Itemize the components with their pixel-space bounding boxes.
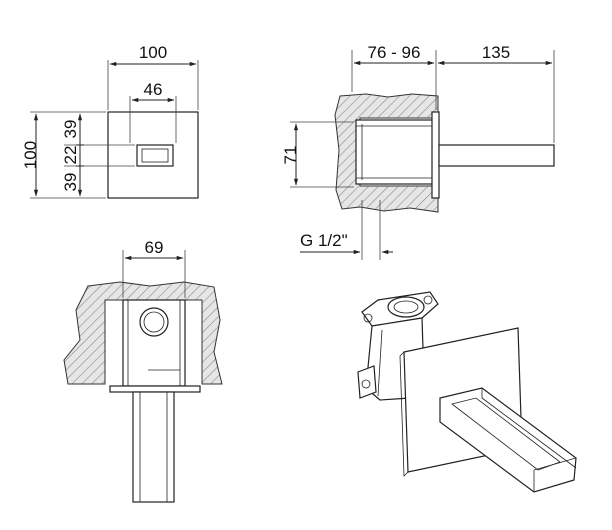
wall-section-top xyxy=(63,281,223,385)
dim-spout-label: 135 xyxy=(482,43,510,62)
spout xyxy=(438,144,555,167)
dim-width-label: 100 xyxy=(139,43,167,62)
side-view: 76 - 96 135 71 G 1/2" xyxy=(281,43,555,260)
front-view: 100 46 100 39 22 39 xyxy=(21,43,199,199)
valve-body xyxy=(355,119,435,185)
plate-edge xyxy=(109,385,201,393)
isometric-view xyxy=(357,291,577,493)
dim-segment-bottom-label: 39 xyxy=(61,173,80,192)
top-view: 69 xyxy=(63,238,223,503)
mounting-hole xyxy=(363,313,373,323)
dim-depth-label: 76 - 96 xyxy=(368,43,421,62)
dim-thread-label: G 1/2" xyxy=(300,231,348,250)
inlet-opening xyxy=(387,296,425,318)
dim-top-width-label: 69 xyxy=(145,238,164,257)
wall-plate xyxy=(431,111,440,199)
spout-outlet xyxy=(136,144,174,167)
dim-body-height-label: 71 xyxy=(281,146,300,165)
dim-inner-width-label: 46 xyxy=(144,80,163,99)
dim-segment-mid-label: 22 xyxy=(61,146,80,165)
spout-inner xyxy=(141,148,169,163)
spout-top xyxy=(132,391,175,503)
dim-segment-top-label: 39 xyxy=(61,120,80,139)
dim-height-label: 100 xyxy=(21,141,40,169)
inlet-inner xyxy=(143,311,165,333)
